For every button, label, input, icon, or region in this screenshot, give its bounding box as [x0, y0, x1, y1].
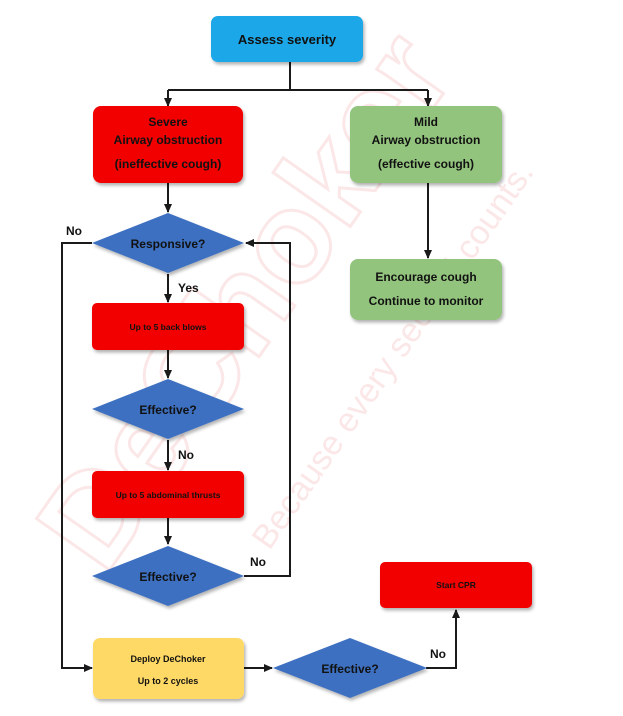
back-blows-label: Up to 5 back blows	[130, 322, 207, 332]
nodes: Assess severity Severe Airway obstructio…	[92, 16, 532, 699]
node-effective-decision-3: Effective?	[273, 638, 427, 698]
encourage-label-1: Encourage cough	[375, 270, 476, 284]
deploy-label-2: Up to 2 cycles	[138, 676, 199, 686]
responsive-label: Responsive?	[131, 237, 206, 251]
severe-label-2: Airway obstruction	[114, 133, 223, 147]
edge-label-effective3-no: No	[430, 647, 446, 661]
node-severe-obstruction: Severe Airway obstruction (ineffective c…	[93, 106, 243, 183]
cpr-label: Start CPR	[436, 580, 476, 590]
mild-label-1: Mild	[414, 115, 438, 129]
abdominal-label: Up to 5 abdominal thrusts	[116, 490, 221, 500]
edge-responsive-deploy	[61, 242, 93, 672]
mild-label-3: (effective cough)	[378, 157, 474, 171]
effective1-label: Effective?	[139, 403, 196, 417]
node-encourage-cough: Encourage cough Continue to monitor	[350, 259, 502, 320]
severe-label-3: (ineffective cough)	[115, 157, 222, 171]
node-abdominal-thrusts: Up to 5 abdominal thrusts	[92, 471, 244, 518]
severe-label-1: Severe	[148, 115, 188, 129]
deploy-label-1: Deploy DeChoker	[130, 654, 206, 664]
node-assess-severity: Assess severity	[211, 16, 363, 62]
edge-label-responsive-yes: Yes	[178, 281, 199, 295]
node-mild-obstruction: Mild Airway obstruction (effective cough…	[350, 106, 502, 183]
edge-effective2-loop	[244, 239, 291, 577]
node-start-cpr: Start CPR	[380, 562, 532, 608]
node-effective-decision-2: Effective?	[92, 546, 244, 606]
mild-label-2: Airway obstruction	[372, 133, 481, 147]
node-effective-decision-1: Effective?	[92, 379, 244, 439]
node-responsive-decision: Responsive?	[92, 213, 244, 273]
edge-label-responsive-no: No	[66, 224, 82, 238]
encourage-label-2: Continue to monitor	[369, 294, 484, 308]
effective3-label: Effective?	[321, 662, 378, 676]
node-deploy-dechoker: Deploy DeChoker Up to 2 cycles	[93, 638, 244, 699]
edge-label-effective1-no: No	[178, 448, 194, 462]
edge-effective3-cpr	[426, 609, 460, 669]
watermark: DeChoker Because every second counts.	[7, 5, 542, 595]
connectors	[61, 62, 460, 672]
edge-label-effective2-no: No	[250, 555, 266, 569]
node-back-blows: Up to 5 back blows	[92, 303, 244, 350]
edge-labels: No Yes No No No	[66, 224, 446, 661]
assess-label: Assess severity	[238, 32, 337, 47]
effective2-label: Effective?	[139, 570, 196, 584]
